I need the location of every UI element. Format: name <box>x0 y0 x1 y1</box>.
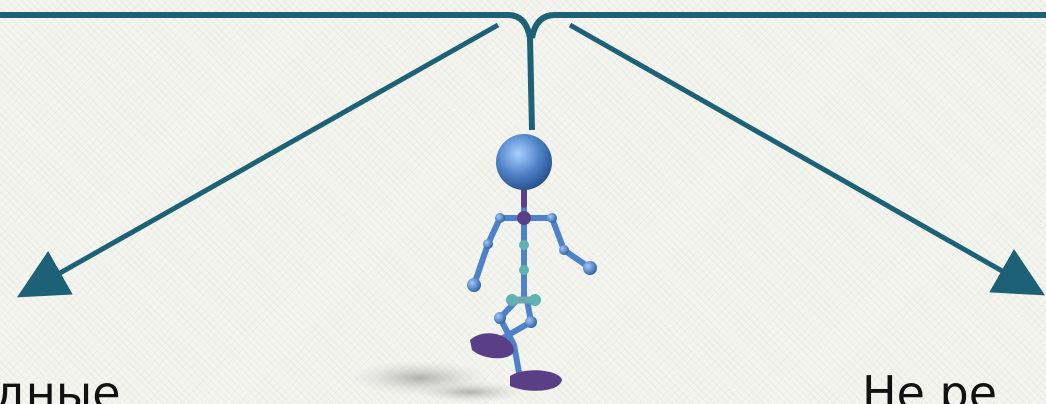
figure-shadow-small <box>418 382 522 402</box>
right-arrow <box>570 25 1032 288</box>
left-arrow <box>30 25 498 290</box>
right-foot <box>510 370 562 391</box>
walking-stick-figure-icon <box>352 134 597 402</box>
right-label: Не ре <box>862 370 997 404</box>
left-label: дные <box>0 370 121 404</box>
figure-head <box>496 134 552 190</box>
brace-line <box>0 15 1046 130</box>
